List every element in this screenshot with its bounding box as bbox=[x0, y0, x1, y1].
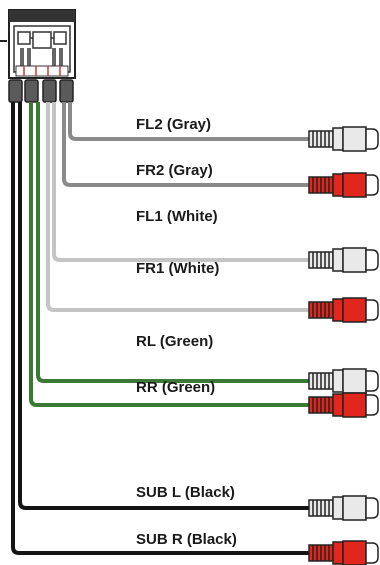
wires bbox=[11, 102, 309, 555]
rca-plug-fl1-white bbox=[308, 247, 379, 273]
wire-subr bbox=[11, 102, 309, 555]
rca-plug-subr-red bbox=[308, 540, 379, 565]
rca-plug-fr1-red bbox=[308, 297, 379, 323]
wire-rl bbox=[36, 102, 309, 383]
rca-plug-fr2-red bbox=[308, 172, 379, 198]
wire-fl2 bbox=[68, 102, 309, 141]
label-fl1: FL1 (White) bbox=[136, 208, 218, 225]
harness-connector bbox=[0, 9, 76, 103]
label-rr: RR (Green) bbox=[136, 379, 215, 396]
label-subl: SUB L (Black) bbox=[136, 484, 235, 501]
label-fr1: FR1 (White) bbox=[136, 260, 219, 277]
rca-plug-subl-white bbox=[308, 495, 379, 521]
rca-plug-rr-red bbox=[308, 392, 379, 418]
rca-plug-fl2-white bbox=[308, 126, 379, 152]
label-rl: RL (Green) bbox=[136, 333, 213, 350]
wire-fl1 bbox=[52, 102, 309, 262]
wire-labels: FL2 (Gray) FR2 (Gray) FL1 (White) FR1 (W… bbox=[136, 116, 237, 548]
wire-subl bbox=[18, 102, 309, 510]
rca-plugs bbox=[308, 126, 379, 565]
label-fr2: FR2 (Gray) bbox=[136, 162, 213, 179]
wire-rr bbox=[29, 102, 309, 407]
label-fl2: FL2 (Gray) bbox=[136, 116, 211, 133]
rca-plug-rl-white bbox=[308, 368, 379, 394]
label-subr: SUB R (Black) bbox=[136, 531, 237, 548]
wire-fr2 bbox=[62, 102, 309, 187]
wire-fr1 bbox=[46, 102, 309, 312]
